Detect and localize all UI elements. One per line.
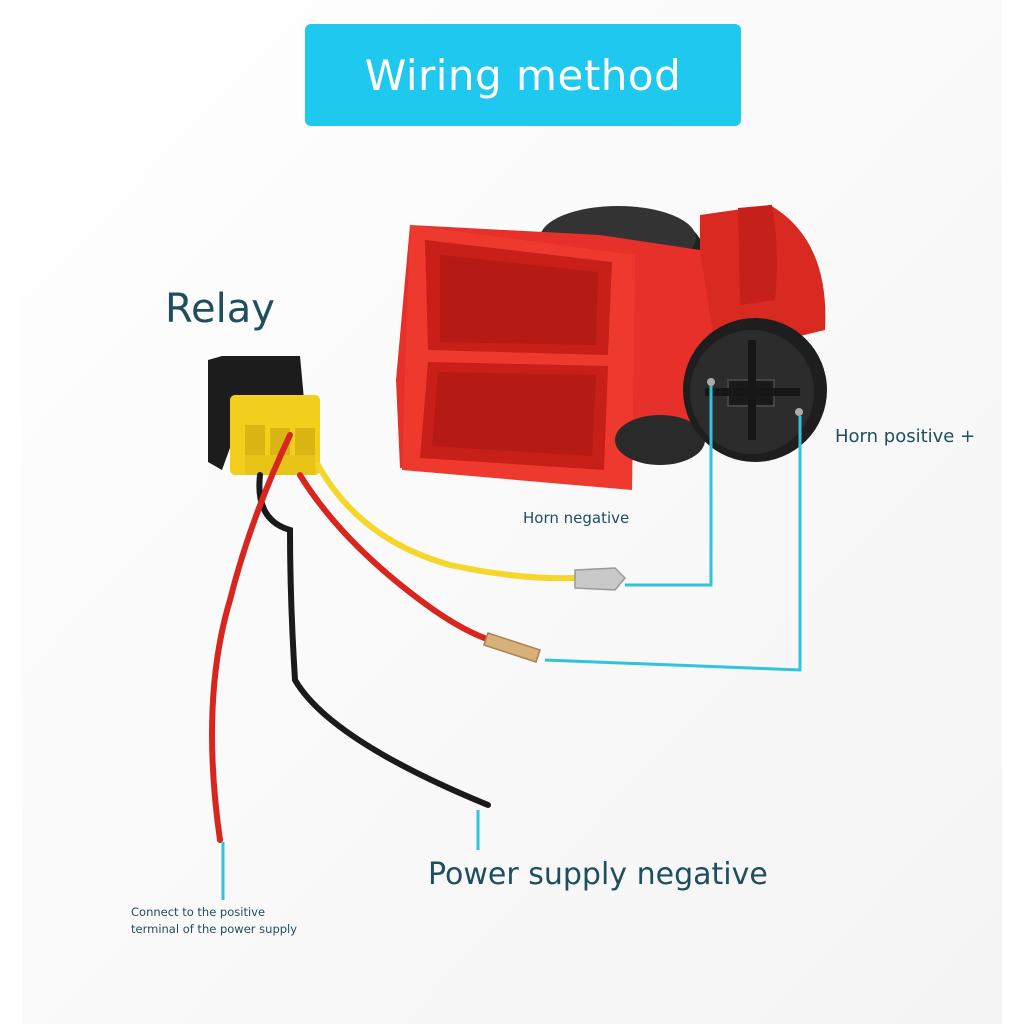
horn-negative-label: Horn negative [523, 509, 629, 527]
power-supply-negative-label: Power supply negative [428, 857, 768, 892]
title-banner: Wiring method [305, 24, 741, 126]
horn-positive-label: Horn positive + [835, 426, 975, 447]
power-supply-positive-label: Connect to the positive terminal of the … [131, 904, 301, 938]
horn-positive-terminal [795, 408, 803, 416]
relay-label: Relay [165, 286, 275, 332]
horn [396, 205, 827, 490]
page-title: Wiring method [365, 51, 682, 100]
female-spade-terminal [575, 568, 625, 590]
horn-negative-terminal [707, 378, 715, 386]
